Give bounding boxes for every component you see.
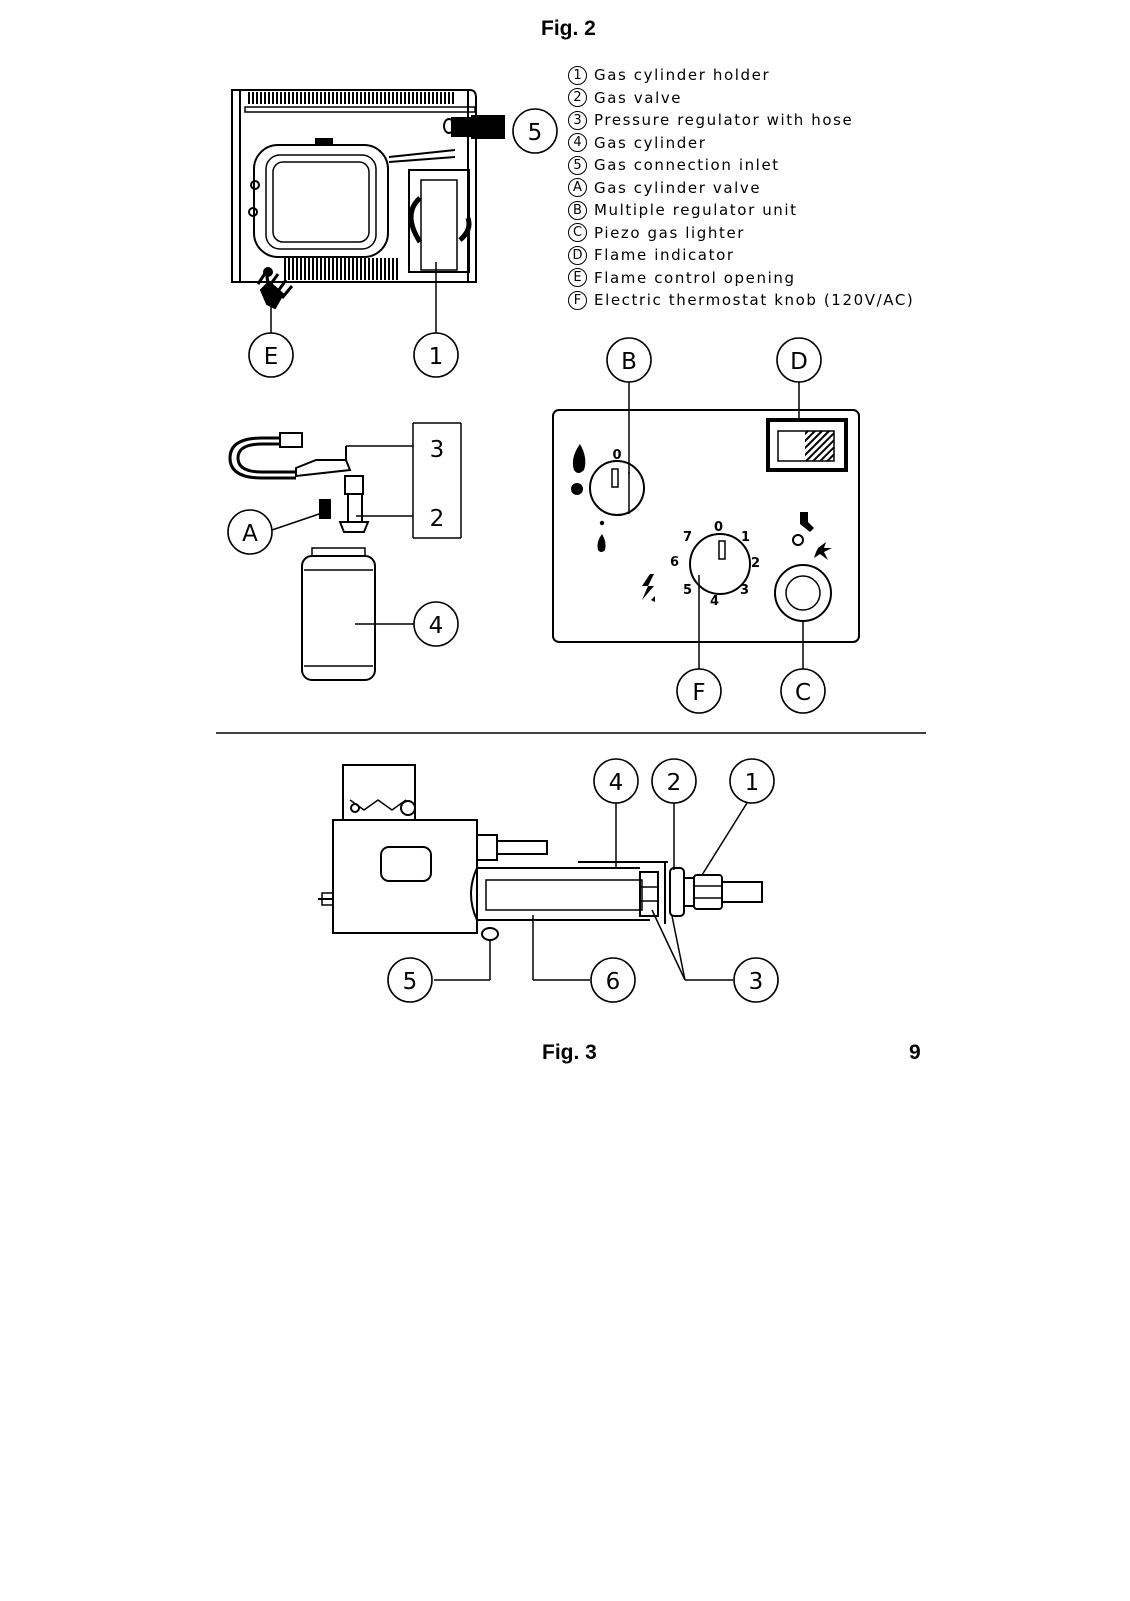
- thermostat-scale-2: 2: [751, 556, 760, 571]
- callout-1-holder: 1: [413, 332, 459, 378]
- legend-key: A: [568, 178, 587, 198]
- legend-item: A Gas cylinder valve: [568, 177, 914, 200]
- thermostat-scale-4: 4: [710, 594, 719, 609]
- legend-key: E: [568, 268, 587, 288]
- callout-f-label: F: [692, 680, 705, 706]
- thermostat-scale-7: 7: [683, 530, 692, 545]
- thermostat-scale-3: 3: [740, 583, 749, 598]
- fig3-callout-4-label: 4: [609, 770, 624, 796]
- callout-e-label: E: [264, 344, 279, 370]
- fig3-callout-1: 1: [729, 758, 775, 804]
- legend-item: B Multiple regulator unit: [568, 199, 914, 222]
- callout-c-label: C: [795, 680, 811, 706]
- legend-text: Flame indicator: [594, 246, 735, 265]
- legend-text: Gas valve: [594, 88, 683, 107]
- legend-key: D: [568, 245, 587, 265]
- callout-a: A: [227, 509, 273, 555]
- legend-key: C: [568, 223, 587, 243]
- legend-key: 3: [568, 110, 587, 130]
- callout-2-valve: 2: [430, 506, 445, 532]
- thermostat-scale-5: 5: [683, 583, 692, 598]
- legend-text: Electric thermostat knob (120V/AC): [594, 291, 915, 310]
- control-panel: [552, 375, 860, 675]
- callout-3-label: 3: [430, 437, 445, 463]
- fig3-callout-5: 5: [387, 957, 433, 1003]
- legend-text: Pressure regulator with hose: [594, 111, 854, 130]
- callout-2-label: 2: [430, 506, 445, 532]
- heater-rear-view: [231, 89, 505, 334]
- legend-key: 2: [568, 88, 587, 108]
- legend-item: C Piezo gas lighter: [568, 222, 914, 245]
- fig3-callout-6: 6: [590, 957, 636, 1003]
- legend-item: 4 Gas cylinder: [568, 132, 914, 155]
- callout-4-cylinder: 4: [413, 601, 459, 647]
- fig2-title: Fig. 2: [541, 17, 596, 40]
- callout-4-label: 4: [429, 613, 444, 639]
- legend-key: 1: [568, 65, 587, 85]
- fig3-callout-5-label: 5: [403, 969, 418, 995]
- legend-text: Gas connection inlet: [594, 156, 780, 175]
- callout-f: F: [676, 668, 722, 714]
- fig2-legend: 1 Gas cylinder holder 2 Gas valve 3 Pressur…: [568, 64, 914, 312]
- callout-b: B: [606, 337, 652, 383]
- legend-key: F: [568, 290, 587, 310]
- regulator-scale-0: 0: [612, 448, 621, 463]
- fig3-callout-4: 4: [593, 758, 639, 804]
- legend-text: Gas cylinder valve: [594, 178, 762, 197]
- legend-item: 3 Pressure regulator with hose: [568, 109, 914, 132]
- legend-item: E Flame control opening: [568, 267, 914, 290]
- callout-5-inlet: 5: [512, 108, 558, 154]
- legend-item: D Flame indicator: [568, 244, 914, 267]
- callout-3-regulator: 3: [430, 437, 445, 463]
- fig3-callout-6-label: 6: [606, 969, 621, 995]
- legend-text: Multiple regulator unit: [594, 201, 798, 220]
- fig3-title: Fig. 3: [542, 1041, 597, 1064]
- thermostat-scale-1: 1: [741, 530, 750, 545]
- callout-e: E: [248, 332, 294, 378]
- callout-d-label: D: [790, 349, 808, 375]
- legend-key: 5: [568, 155, 587, 175]
- fig3-callout-3-label: 3: [749, 969, 764, 995]
- legend-key: 4: [568, 133, 587, 153]
- callout-5-label: 5: [528, 120, 543, 146]
- callout-a-label: A: [242, 521, 258, 547]
- cylinder-regulator-assembly: [228, 422, 462, 681]
- fig3-callout-2: 2: [651, 758, 697, 804]
- fig3-callout-2-label: 2: [667, 770, 682, 796]
- legend-text: Gas cylinder holder: [594, 66, 771, 85]
- callout-c: C: [780, 668, 826, 714]
- fig3-callout-3: 3: [733, 957, 779, 1003]
- legend-item: 2 Gas valve: [568, 87, 914, 110]
- legend-text: Piezo gas lighter: [594, 223, 746, 242]
- gas-connection-assembly: [318, 764, 763, 981]
- fig3-callout-1-label: 1: [745, 770, 760, 796]
- callout-b-label: B: [621, 349, 637, 375]
- thermostat-scale-6: 6: [670, 555, 679, 570]
- callout-d: D: [776, 337, 822, 383]
- legend-text: Gas cylinder: [594, 133, 707, 152]
- callout-1-label: 1: [429, 344, 444, 370]
- legend-item: 5 Gas connection inlet: [568, 154, 914, 177]
- legend-item: F Electric thermostat knob (120V/AC): [568, 289, 914, 312]
- legend-text: Flame control opening: [594, 268, 796, 287]
- legend-item: 1 Gas cylinder holder: [568, 64, 914, 87]
- thermostat-scale-0: 0: [714, 520, 723, 535]
- legend-key: B: [568, 200, 587, 220]
- page-number: 9: [909, 1041, 921, 1064]
- thermostat-scale: 0 1 2 3 4 5 6 7: [670, 520, 760, 609]
